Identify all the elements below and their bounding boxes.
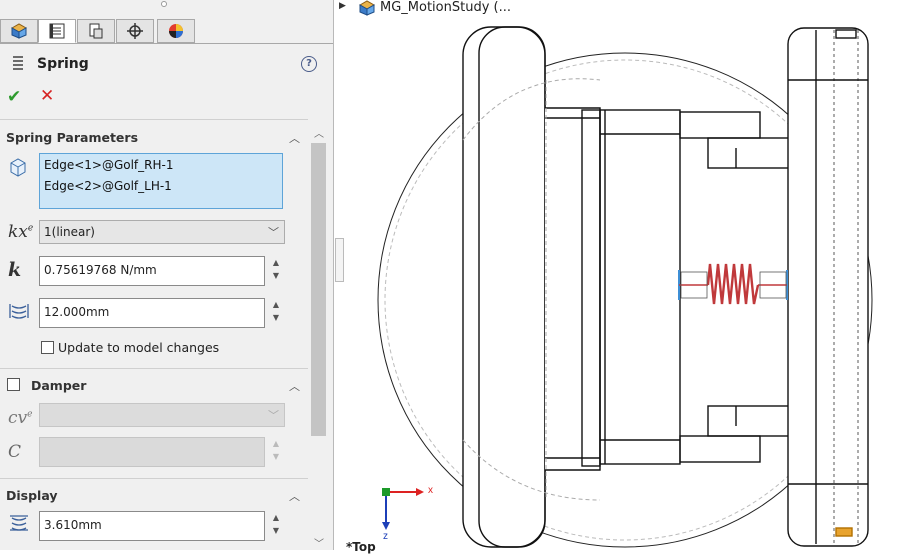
damper-exponent-icon: cve (8, 408, 33, 428)
coil-diameter-field[interactable]: 3.610mm (39, 511, 265, 541)
update-to-model-label: Update to model changes (58, 340, 220, 355)
golf-lh-part (787, 27, 869, 547)
panel-grip[interactable] (161, 1, 167, 7)
spring-coil (706, 263, 760, 305)
chevron-down-icon: ﹀ (268, 409, 279, 422)
damping-coefficient-field[interactable] (39, 437, 265, 467)
dimxpert-icon (127, 23, 143, 39)
spring-mount-left (680, 271, 708, 299)
view-orientation-label: *Top (346, 540, 376, 554)
ok-button[interactable]: ✔ (7, 87, 22, 107)
scroll-down-icon[interactable]: ﹀ (314, 539, 324, 550)
selection-list[interactable]: Edge<1>@Golf_RH-1 Edge<2>@Golf_LH-1 (39, 153, 283, 209)
golf-rh-part (462, 26, 601, 548)
free-length-stepper[interactable]: ▲▼ (272, 300, 280, 322)
divider (0, 478, 308, 479)
panel-splitter[interactable] (334, 0, 346, 550)
exponent-icon: kxe (8, 222, 34, 242)
selection-item[interactable]: Edge<1>@Golf_RH-1 (44, 158, 174, 172)
damper-checkbox[interactable] (7, 378, 20, 391)
stiffness-stepper[interactable]: ▲▼ (272, 258, 280, 280)
edge-selection-icon (8, 157, 28, 182)
coil-diameter-stepper[interactable]: ▲▼ (272, 513, 280, 535)
tab-property-manager[interactable] (38, 19, 76, 43)
divider (0, 368, 308, 369)
selection-item[interactable]: Edge<2>@Golf_LH-1 (44, 179, 172, 193)
collapse-chevron-icon[interactable]: ︿ (289, 490, 300, 503)
free-length-field[interactable]: 12.000mm (39, 298, 265, 328)
configuration-manager-icon (89, 23, 103, 39)
divider (0, 119, 308, 120)
tab-dimxpert[interactable] (116, 19, 154, 43)
free-length-icon (8, 302, 30, 325)
panel-title: Spring (37, 56, 89, 72)
coil-diameter-icon (8, 514, 30, 537)
damper-header[interactable]: Damper (31, 378, 87, 393)
property-manager-panel: Spring ? ✔ ✕ Spring Parameters ︿ Edge<1>… (0, 0, 334, 550)
panel-scrollbar[interactable]: ︿ ﹀ (309, 121, 329, 550)
update-to-model-checkbox[interactable] (41, 341, 54, 354)
stiffness-icon: k (8, 259, 22, 281)
tab-configuration-manager[interactable] (77, 19, 115, 43)
spring-icon (11, 55, 25, 74)
tab-feature-manager[interactable] (0, 19, 38, 43)
collapse-chevron-icon[interactable]: ︿ (289, 132, 300, 145)
exponent-select[interactable]: 1(linear) ﹀ (39, 220, 285, 244)
display-manager-icon (169, 24, 183, 38)
axis-x-label: x (428, 485, 433, 496)
tree-expand-icon[interactable]: ▶ (339, 1, 346, 11)
hidden-lines (462, 78, 601, 501)
scrollbar-thumb[interactable] (311, 143, 326, 436)
splitter-handle[interactable] (335, 238, 344, 282)
damper-exponent-select[interactable]: ﹀ (39, 403, 285, 427)
property-manager-icon (49, 23, 65, 39)
damping-coefficient-stepper[interactable]: ▲▼ (272, 439, 280, 461)
scroll-up-icon[interactable]: ︿ (314, 129, 324, 140)
tab-display-manager[interactable] (157, 19, 195, 43)
cancel-button[interactable]: ✕ (40, 86, 55, 106)
model-drawing: x z (377, 26, 873, 548)
assembly-icon (358, 0, 376, 19)
stiffness-field[interactable]: 0.75619768 N/mm (39, 256, 265, 286)
tab-divider (0, 43, 333, 44)
spring-parameters-header[interactable]: Spring Parameters (6, 130, 139, 145)
motion-study-label[interactable]: MG_MotionStudy (... (380, 0, 511, 15)
spring-mount-right (759, 271, 787, 299)
exponent-select-value: 1(linear) (44, 225, 95, 239)
center-block (599, 109, 799, 465)
damping-coefficient-icon: C (8, 442, 22, 462)
axis-triad (382, 488, 424, 530)
collapse-chevron-icon[interactable]: ︿ (289, 380, 300, 393)
axis-z-label: z (383, 531, 388, 542)
chevron-down-icon: ﹀ (268, 226, 279, 239)
help-icon[interactable]: ? (301, 56, 317, 72)
feature-manager-icon (10, 23, 28, 39)
spring-graphic (678, 263, 788, 305)
display-header[interactable]: Display (6, 488, 58, 503)
graphics-area[interactable]: ▶ MG_MotionStudy (... (339, 0, 902, 554)
model-circle-outline (377, 52, 873, 548)
